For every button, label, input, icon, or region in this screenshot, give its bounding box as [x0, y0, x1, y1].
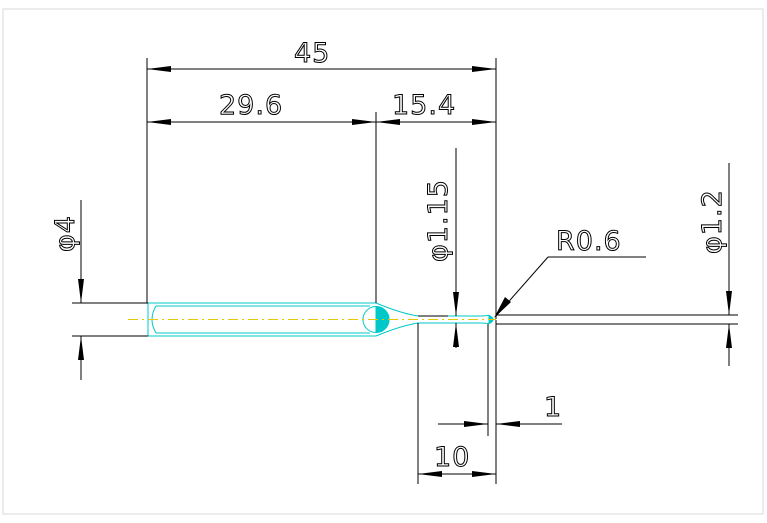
tool-body: [128, 302, 496, 337]
dimension-1: 1: [438, 324, 562, 436]
arrowhead: [726, 291, 732, 315]
arrowhead: [418, 471, 442, 477]
dimension-15-4: 15.4: [376, 90, 496, 125]
dimension-r0-6: R0.6: [494, 226, 646, 318]
dimension-phi1-15: φ1.15: [418, 148, 459, 348]
dim-label-neck-length: 15.4: [392, 90, 456, 121]
arrowhead: [472, 119, 496, 125]
dim-label-neck-diameter: φ1.15: [423, 179, 454, 262]
arrowhead: [352, 119, 376, 125]
dim-label-shank-length: 29.6: [219, 90, 283, 121]
dimension-45: 45: [146, 38, 497, 319]
dimension-phi1-2: φ1.2: [496, 163, 738, 366]
arrowhead: [453, 292, 459, 316]
arrowhead: [496, 421, 520, 427]
dim-label-tip-offset: 1: [544, 392, 562, 423]
dim-label-flute-length: 10: [434, 442, 470, 473]
neck-taper-bottom: [375, 322, 419, 337]
arrowhead: [472, 471, 496, 477]
arrowhead: [464, 421, 488, 427]
dimension-phi4: φ4: [50, 200, 148, 380]
arrowhead: [494, 297, 511, 318]
arrowhead: [78, 336, 84, 360]
dim-label-tip-radius: R0.6: [556, 226, 622, 257]
arrowhead: [472, 66, 496, 72]
neck-taper-top: [375, 302, 419, 317]
arrowhead: [78, 279, 84, 303]
dim-label-overall-length: 45: [294, 38, 330, 69]
dim-label-shank-diameter: φ4: [50, 215, 81, 252]
drawing-frame: [2, 8, 764, 515]
dim-label-tip-diameter: φ1.2: [697, 189, 728, 254]
arrowhead: [376, 119, 400, 125]
arrowhead: [147, 66, 171, 72]
arrowhead: [453, 323, 459, 347]
arrowhead: [726, 324, 732, 348]
dimension-10: 10: [417, 320, 497, 484]
arrowhead: [147, 119, 171, 125]
dimension-29-6: 29.6: [147, 90, 377, 303]
